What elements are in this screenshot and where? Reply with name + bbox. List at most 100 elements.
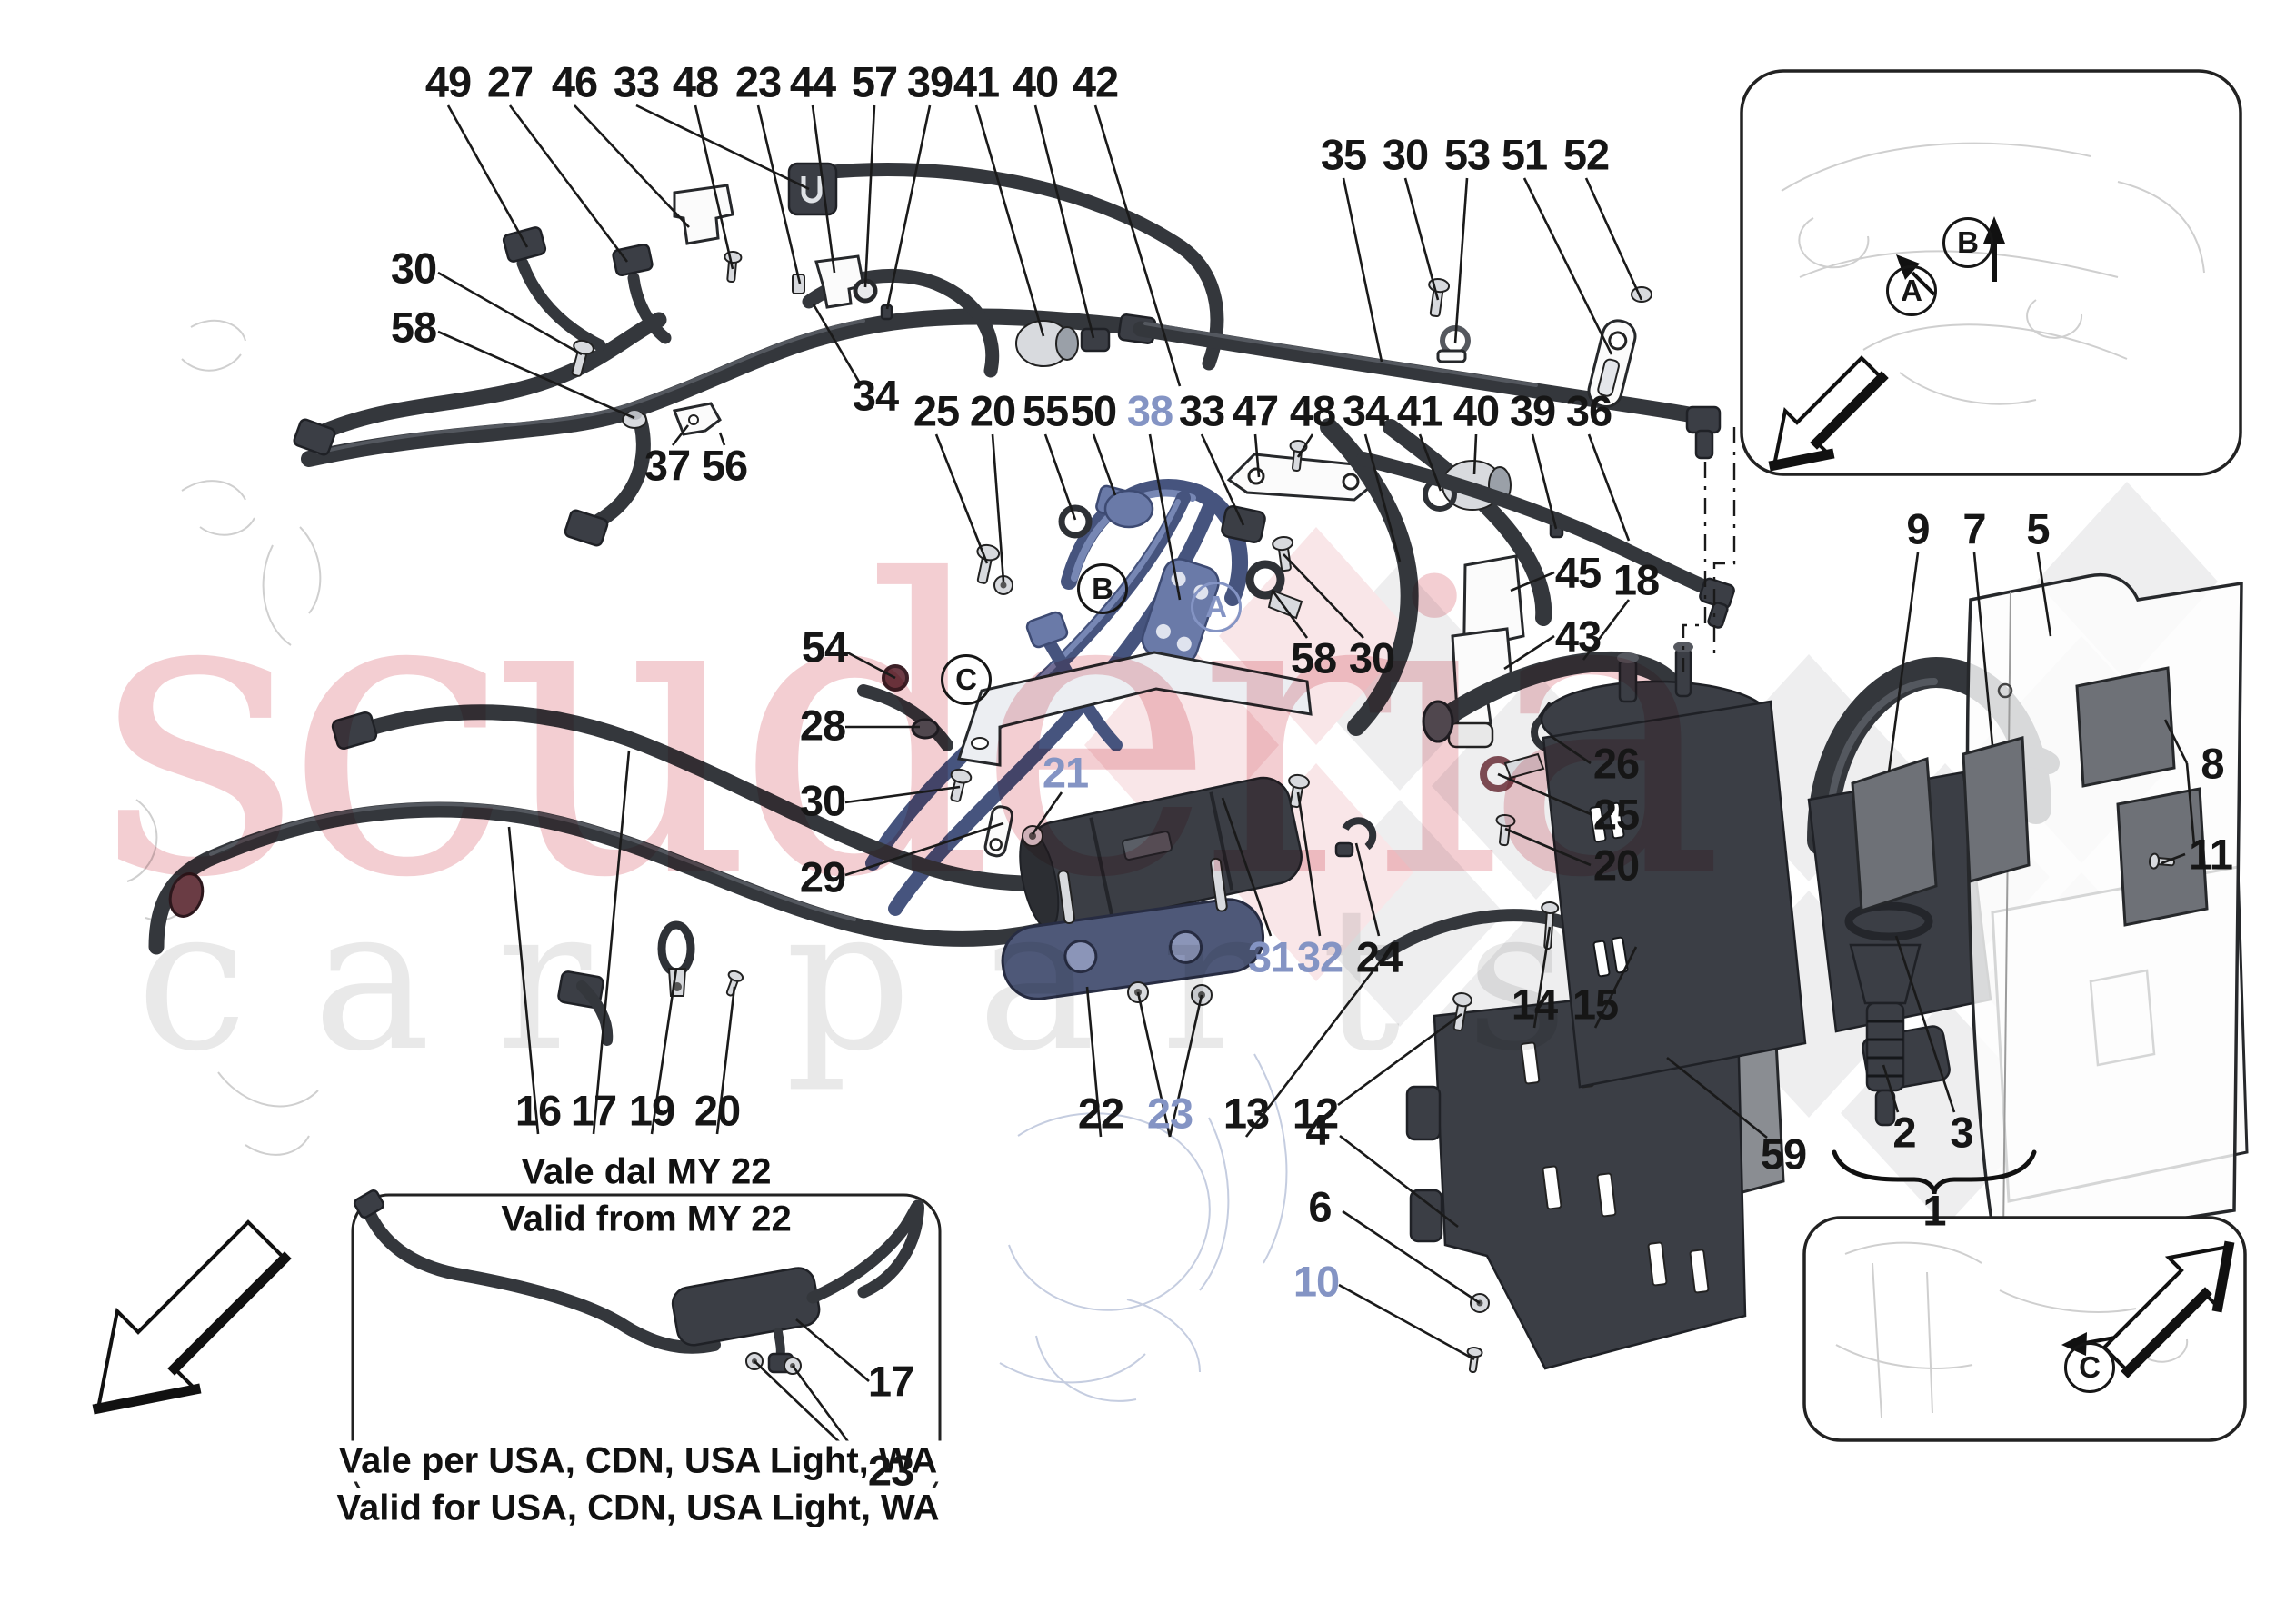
callout-29: 29 [799, 852, 846, 901]
callout-49: 49 [424, 57, 472, 106]
view-arrow-main [92, 1219, 292, 1415]
leader-line [1253, 433, 1261, 478]
clip-24 [1334, 817, 1377, 858]
callout-33: 33 [613, 57, 660, 106]
pad-7 [1962, 736, 2031, 883]
callout-14: 14 [1511, 980, 1558, 1029]
leader-line [1354, 842, 1381, 937]
leader-line [437, 330, 635, 420]
inset-title-italian: Vale dal MY 22 [512, 1151, 781, 1193]
leader-line [1584, 177, 1643, 301]
leader-line [1887, 552, 1920, 773]
leader-line [795, 1318, 870, 1382]
leader-line [1200, 433, 1245, 526]
pad-8a [2075, 666, 2176, 788]
callout-44: 44 [789, 57, 836, 106]
callout-54: 54 [801, 622, 848, 672]
callout-25: 25 [1592, 790, 1640, 839]
callout-52: 52 [1562, 130, 1610, 179]
callout-34: 34 [1342, 386, 1389, 435]
callout-30: 30 [799, 776, 846, 825]
callout-53: 53 [1443, 130, 1491, 179]
circled-letter-C: C [2064, 1342, 2115, 1393]
leader-line [718, 432, 726, 446]
leader-line [1342, 177, 1383, 363]
callout-30: 30 [1382, 130, 1429, 179]
leader-line [1283, 553, 1364, 639]
leader-line [1522, 177, 1613, 355]
leader-line [1296, 433, 1314, 458]
heat-shield-5 [1851, 572, 2243, 1249]
callout-18: 18 [1612, 555, 1660, 604]
centre-canister-group [857, 651, 1662, 1000]
link-51 [1587, 319, 1637, 409]
leader-line [846, 651, 896, 680]
callout-6: 6 [1308, 1182, 1332, 1231]
leader-line [2161, 852, 2186, 865]
leader-line [1148, 433, 1182, 601]
callout-20: 20 [969, 386, 1016, 435]
callout-5: 5 [2026, 504, 2050, 553]
callout-56: 56 [701, 441, 748, 490]
leader-line [1582, 599, 1631, 661]
leader-line [437, 271, 583, 356]
callout-27: 27 [486, 57, 534, 106]
leader-line [1453, 177, 1469, 344]
leader-line [844, 785, 961, 804]
leader-line [1418, 433, 1442, 492]
blue-hose-group [865, 453, 1376, 916]
callout-51: 51 [1501, 130, 1548, 179]
leader-line [507, 826, 540, 1135]
callout-50: 50 [1070, 386, 1117, 435]
bracket-22 [1001, 857, 1265, 1000]
leader-line [811, 104, 836, 274]
grommet-55 [1058, 504, 1093, 539]
view-arrow-bottom-right-inset [2101, 1240, 2235, 1378]
assembly-line-1 [1682, 462, 1707, 672]
callout-58: 58 [390, 303, 437, 352]
leader-line [1882, 1064, 1900, 1113]
leader-line [812, 304, 861, 383]
circled-letter-B: B [1077, 563, 1128, 614]
leader-line [1972, 552, 1994, 746]
stud-28 [911, 718, 940, 740]
inset-title-english: Valid from MY 22 [492, 1199, 801, 1240]
leader-line [1033, 104, 1095, 339]
leader-line [508, 104, 629, 263]
watermark-primary: scuderia [95, 495, 1725, 966]
callout-2: 2 [1892, 1108, 1916, 1157]
callout-43: 43 [1554, 612, 1602, 661]
inset-bottom-left [351, 1189, 942, 1506]
leader-line [974, 104, 1045, 337]
callout-30: 30 [1348, 633, 1395, 682]
leader-line [635, 104, 810, 191]
callout-41: 41 [953, 57, 1000, 106]
leader-line [1031, 791, 1063, 835]
leader-line [2185, 762, 2196, 846]
leader-line [756, 104, 802, 284]
leader-line [671, 424, 690, 446]
view-arrow-top-right-inset [1768, 355, 1889, 472]
centre-hoses [1320, 418, 1735, 792]
callout-20: 20 [694, 1086, 741, 1135]
callout-47: 47 [1232, 386, 1279, 435]
callout-32: 32 [1296, 932, 1343, 981]
callout-25: 25 [913, 386, 960, 435]
leader-line [1296, 791, 1322, 937]
leader-line [650, 968, 678, 1135]
callout-30: 30 [390, 244, 437, 293]
leader-line [715, 986, 736, 1135]
leader-line [863, 104, 876, 288]
clamp-25 [1480, 752, 1545, 792]
callout-23: 23 [734, 57, 782, 106]
assembly-line-2 [1712, 427, 1736, 656]
leader-line [1221, 797, 1273, 937]
callout-16: 16 [514, 1086, 562, 1135]
callout-21: 21 [1042, 748, 1089, 797]
callout-19: 19 [628, 1086, 675, 1135]
leader-line [1093, 104, 1182, 387]
shield-32 [957, 651, 1313, 767]
callout-35: 35 [1320, 130, 1367, 179]
leader-line [1593, 946, 1638, 1029]
